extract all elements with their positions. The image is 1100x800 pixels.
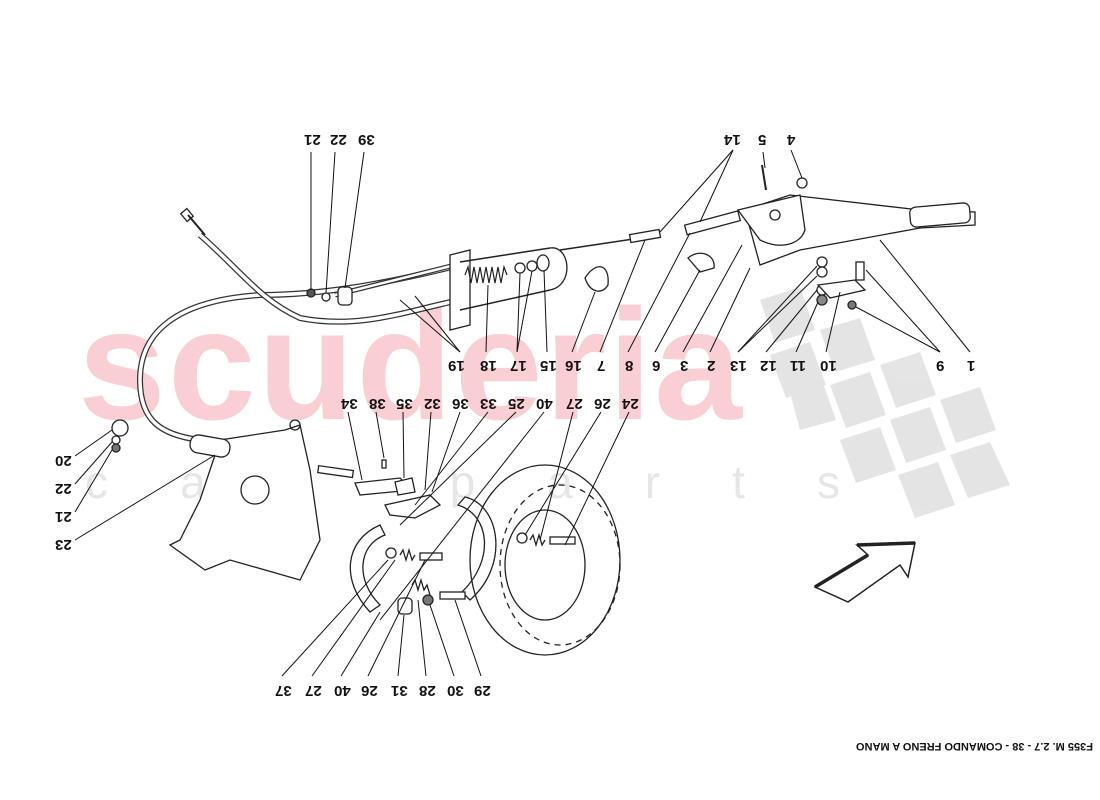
cable-equalizer: [449, 249, 471, 331]
part-label-22: 22: [330, 131, 347, 148]
tension-spring: [464, 264, 508, 284]
lever-bracket: [736, 194, 806, 246]
part-label-24: 24: [622, 395, 639, 412]
part-label-6: 6: [652, 357, 661, 374]
brake-cable-left: [136, 262, 461, 443]
part-label-18: 18: [480, 357, 497, 374]
part-label-21: 21: [304, 131, 321, 148]
parking-brake-shoe-right: [456, 496, 497, 601]
part-label-26: 26: [361, 682, 378, 699]
lever-grip: [909, 202, 971, 228]
part-label-15: 15: [540, 357, 557, 374]
checkered-flag-watermark: [760, 287, 1010, 518]
part-label-21: 21: [55, 508, 72, 525]
brake-disc: [469, 464, 621, 656]
part-label-33: 33: [480, 395, 497, 412]
part-label-40: 40: [536, 395, 553, 412]
part-label-34: 34: [341, 395, 358, 412]
part-label-32: 32: [424, 395, 441, 412]
part-label-17: 17: [510, 357, 527, 374]
part-label-7: 7: [597, 357, 606, 374]
part-label-3: 3: [680, 357, 689, 374]
part-label-4: 4: [787, 131, 796, 148]
part-label-9: 9: [936, 357, 945, 374]
part-label-5: 5: [758, 131, 767, 148]
parking-brake-shoe-left: [349, 524, 386, 613]
part-label-27: 27: [305, 682, 322, 699]
part-label-30: 30: [447, 682, 464, 699]
part-label-1: 1: [967, 357, 976, 374]
part-label-38: 38: [369, 395, 386, 412]
diagram-caption: F355 M. 2.7 - 38 - COMANDO FRENO A MANO: [856, 740, 1093, 752]
part-label-39: 39: [358, 131, 375, 148]
part-label-37: 37: [275, 682, 292, 699]
part-label-27: 27: [566, 395, 583, 412]
part-label-35: 35: [396, 395, 413, 412]
part-label-2: 2: [707, 357, 716, 374]
part-label-40: 40: [334, 682, 351, 699]
part-label-20: 20: [55, 452, 72, 469]
leader-lines: [74, 149, 971, 677]
part-label-11: 11: [790, 357, 806, 374]
part-label-36: 36: [452, 395, 469, 412]
part-label-12: 12: [760, 357, 777, 374]
part-label-28: 28: [419, 682, 436, 699]
part-label-23: 23: [55, 536, 72, 553]
part-label-16: 16: [565, 357, 582, 374]
part-label-8: 8: [625, 357, 634, 374]
part-label-22: 22: [55, 480, 72, 497]
part-label-13: 13: [730, 357, 747, 374]
part-label-26: 26: [594, 395, 611, 412]
part-label-31: 31: [391, 682, 408, 699]
direction-arrow: [813, 542, 916, 603]
part-label-25: 25: [508, 395, 525, 412]
part-label-29: 29: [474, 682, 491, 699]
part-label-10: 10: [820, 357, 837, 374]
part-label-19: 19: [448, 357, 465, 374]
part-label-14: 14: [724, 131, 741, 148]
